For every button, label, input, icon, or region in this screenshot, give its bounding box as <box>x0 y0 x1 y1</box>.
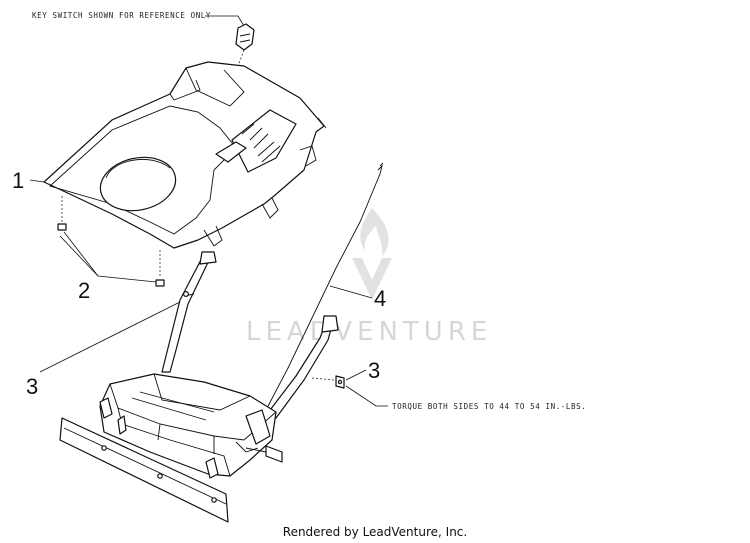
dash-panel <box>43 61 327 249</box>
callout-1: 1 <box>12 168 24 193</box>
control-cable <box>257 162 384 427</box>
callout-3b-leader <box>345 369 367 381</box>
right-fastener <box>311 375 345 389</box>
callout-1-leader <box>29 179 45 183</box>
torque-leader <box>345 385 388 407</box>
callout-4-leader <box>329 285 373 299</box>
axle-stub <box>265 445 283 463</box>
left-control-rod <box>161 251 217 373</box>
fastener-upper <box>57 196 67 231</box>
callout-4: 4 <box>374 286 386 311</box>
key-switch-note: KEY SWITCH SHOWN FOR REFERENCE ONLY <box>32 11 211 20</box>
callout-3a-leader <box>39 301 181 373</box>
scraper-bar <box>59 417 229 523</box>
footer-credit: Rendered by LeadVenture, Inc. <box>282 525 468 539</box>
callout-2-leader-b <box>63 231 99 277</box>
fastener-lower <box>155 250 165 287</box>
opening-ellipse <box>99 156 177 212</box>
flame-v-logo-icon <box>352 208 392 300</box>
right-bracket <box>245 409 271 445</box>
callout-3-right: 3 <box>368 358 380 383</box>
callout-3-left: 3 <box>26 374 38 399</box>
leadventure-watermark: LEADVENTURE <box>246 208 492 347</box>
rod-grommet-right <box>321 315 339 333</box>
watermark-text: LEADVENTURE <box>246 317 492 347</box>
rod-grommet-upper <box>199 251 217 265</box>
callout-2-leader <box>59 235 157 283</box>
vent-panel <box>231 109 297 173</box>
key-switch <box>235 23 255 51</box>
key-switch-dash <box>237 49 245 67</box>
torque-note: TORQUE BOTH SIDES TO 44 TO 54 IN.-LBS. <box>392 402 586 411</box>
key-switch-leader <box>205 15 245 27</box>
callout-2: 2 <box>78 278 90 303</box>
housing-assembly <box>59 373 283 523</box>
